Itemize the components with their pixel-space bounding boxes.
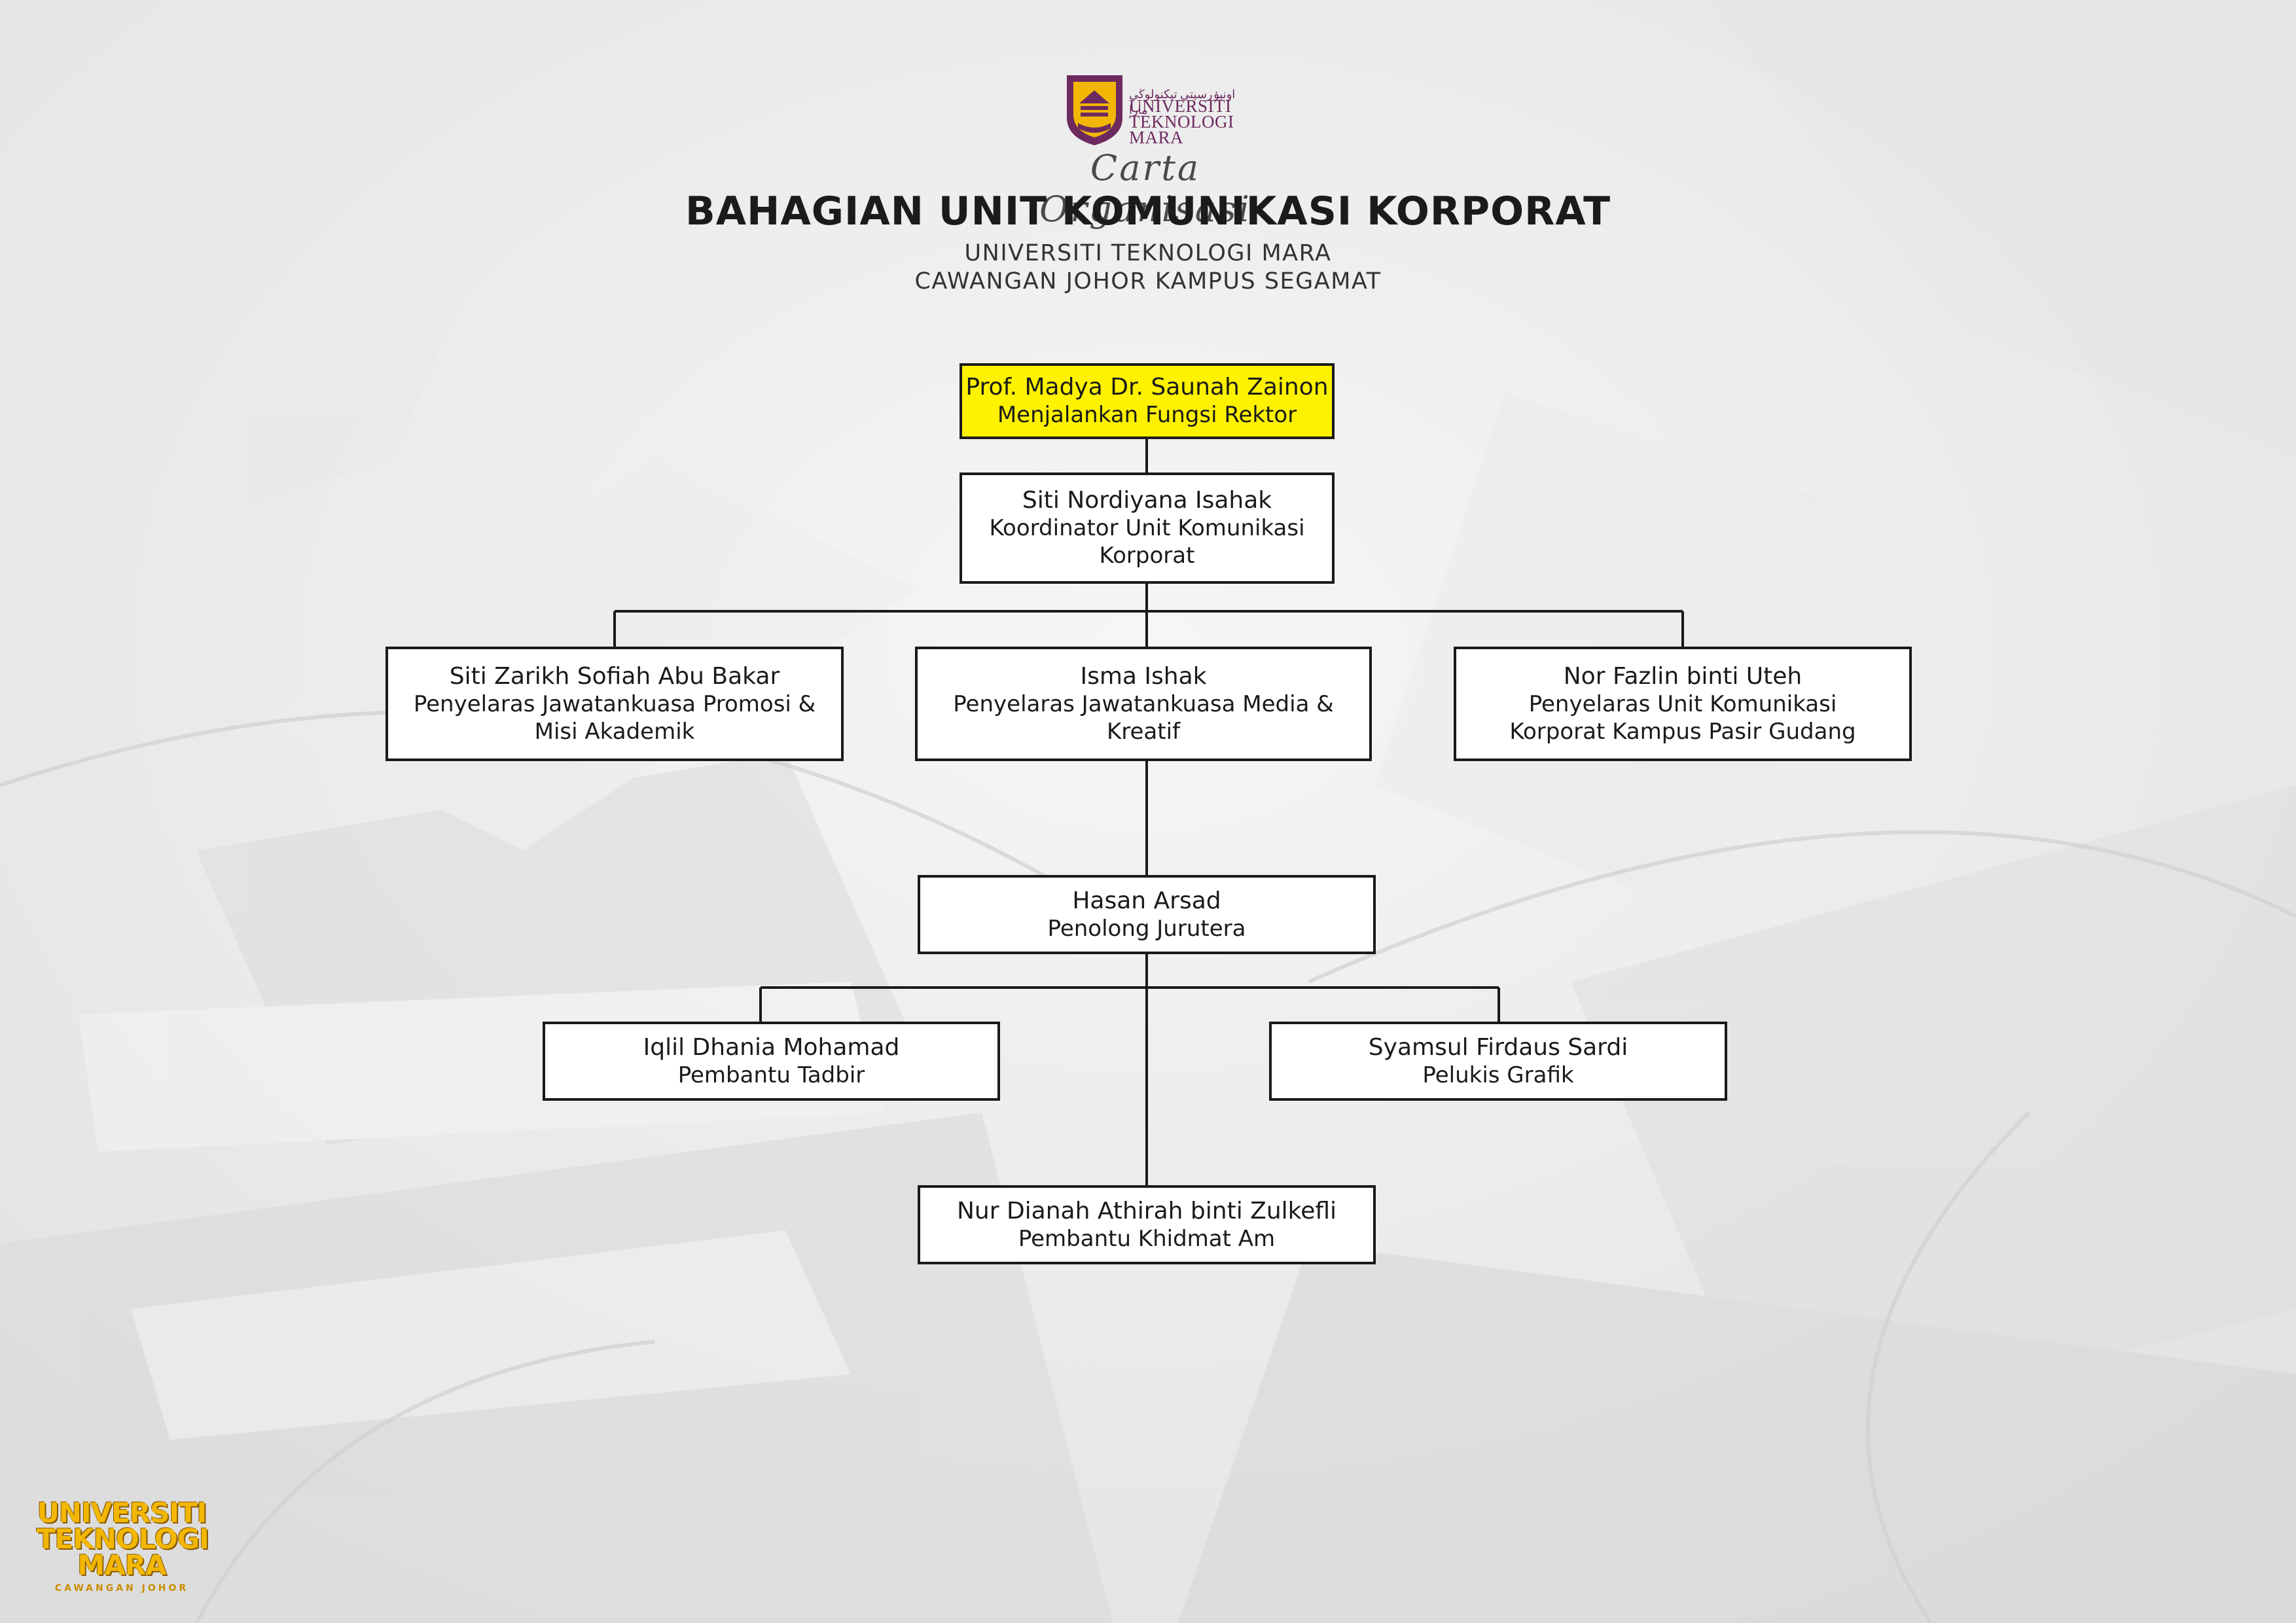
uitm-wordmark: اونيۏرسيتي تيكنولوڬي مارا UNIVERSITI TEK… — [1129, 86, 1240, 147]
node-name: Hasan Arsad — [1072, 887, 1221, 914]
logo-word-1: UNIVERSITI — [1129, 96, 1232, 116]
logo-word-3: MARA — [1129, 128, 1184, 147]
logo-word-2: TEKNOLOGI — [1129, 112, 1234, 132]
footer-logo-word-1: UNIVERSITI — [37, 1497, 207, 1529]
node-jurutera: Hasan Arsad Penolong Jurutera — [918, 875, 1376, 954]
node-tadbir: Iqlil Dhania Mohamad Pembantu Tadbir — [543, 1022, 1000, 1101]
node-name: Isma Ishak — [1080, 662, 1207, 690]
node-name: Siti Zarikh Sofiah Abu Bakar — [449, 662, 780, 690]
node-name: Nur Dianah Athirah binti Zulkefli — [956, 1197, 1337, 1224]
footer-logo-campus: CAWANGAN JOHOR — [54, 1583, 189, 1594]
uitm-crest-icon — [1067, 75, 1122, 145]
node-khidmat: Nur Dianah Athirah binti Zulkefli Pemban… — [918, 1185, 1376, 1264]
jawi-text: اونيۏرسيتي تيكنولوڬي مارا — [1129, 88, 1236, 116]
node-grafik: Syamsul Firdaus Sardi Pelukis Grafik — [1269, 1022, 1727, 1101]
node-name: Syamsul Firdaus Sardi — [1368, 1033, 1628, 1061]
footer-uitm-logo: UNIVERSITI TEKNOLOGI MARA CAWANGAN JOHOR — [37, 1497, 209, 1594]
footer-logo-word-2: TEKNOLOGI — [37, 1523, 209, 1555]
node-role: Pelukis Grafik — [1422, 1061, 1574, 1088]
subtitle-campus: CAWANGAN JOHOR KAMPUS SEGAMAT — [914, 268, 1382, 294]
node-rektor: Prof. Madya Dr. Saunah Zainon Menjalanka… — [960, 363, 1335, 439]
node-role: Penyelaras Jawatankuasa Media & Kreatif — [953, 690, 1334, 745]
footer-logo-word-3: MARA — [77, 1549, 166, 1581]
node-role: Menjalankan Fungsi Rektor — [997, 402, 1297, 428]
node-role: Pembantu Tadbir — [677, 1061, 865, 1088]
node-media: Isma Ishak Penyelaras Jawatankuasa Media… — [915, 647, 1372, 761]
node-role: Pembantu Khidmat Am — [1018, 1225, 1276, 1252]
carta-organisasi-script: Carta Organisasi — [1039, 147, 1251, 230]
node-koordinator: Siti Nordiyana Isahak Koordinator Unit K… — [960, 473, 1335, 584]
node-role: Penyelaras Unit Komunikasi Korporat Kamp… — [1509, 690, 1856, 745]
node-name: Siti Nordiyana Isahak — [1022, 487, 1272, 514]
node-name: Iqlil Dhania Mohamad — [643, 1033, 900, 1061]
node-pasir-gudang: Nor Fazlin binti Uteh Penyelaras Unit Ko… — [1454, 647, 1912, 761]
node-role: Penyelaras Jawatankuasa Promosi & Misi A… — [413, 690, 816, 745]
node-role: Penolong Jurutera — [1047, 915, 1246, 942]
uitm-logo: اونيۏرسيتي تيكنولوڬي مارا UNIVERSITI TEK… — [1064, 72, 1240, 151]
subtitle-university: UNIVERSITI TEKNOLOGI MARA — [964, 240, 1332, 266]
node-role: Koordinator Unit Komunikasi Korporat — [989, 515, 1305, 569]
node-name: Prof. Madya Dr. Saunah Zainon — [965, 374, 1329, 401]
node-promosi: Siti Zarikh Sofiah Abu Bakar Penyelaras … — [386, 647, 844, 761]
node-name: Nor Fazlin binti Uteh — [1563, 662, 1803, 690]
page-title: BAHAGIAN UNIT KOMUNIKASI KORPORAT — [685, 188, 1611, 234]
